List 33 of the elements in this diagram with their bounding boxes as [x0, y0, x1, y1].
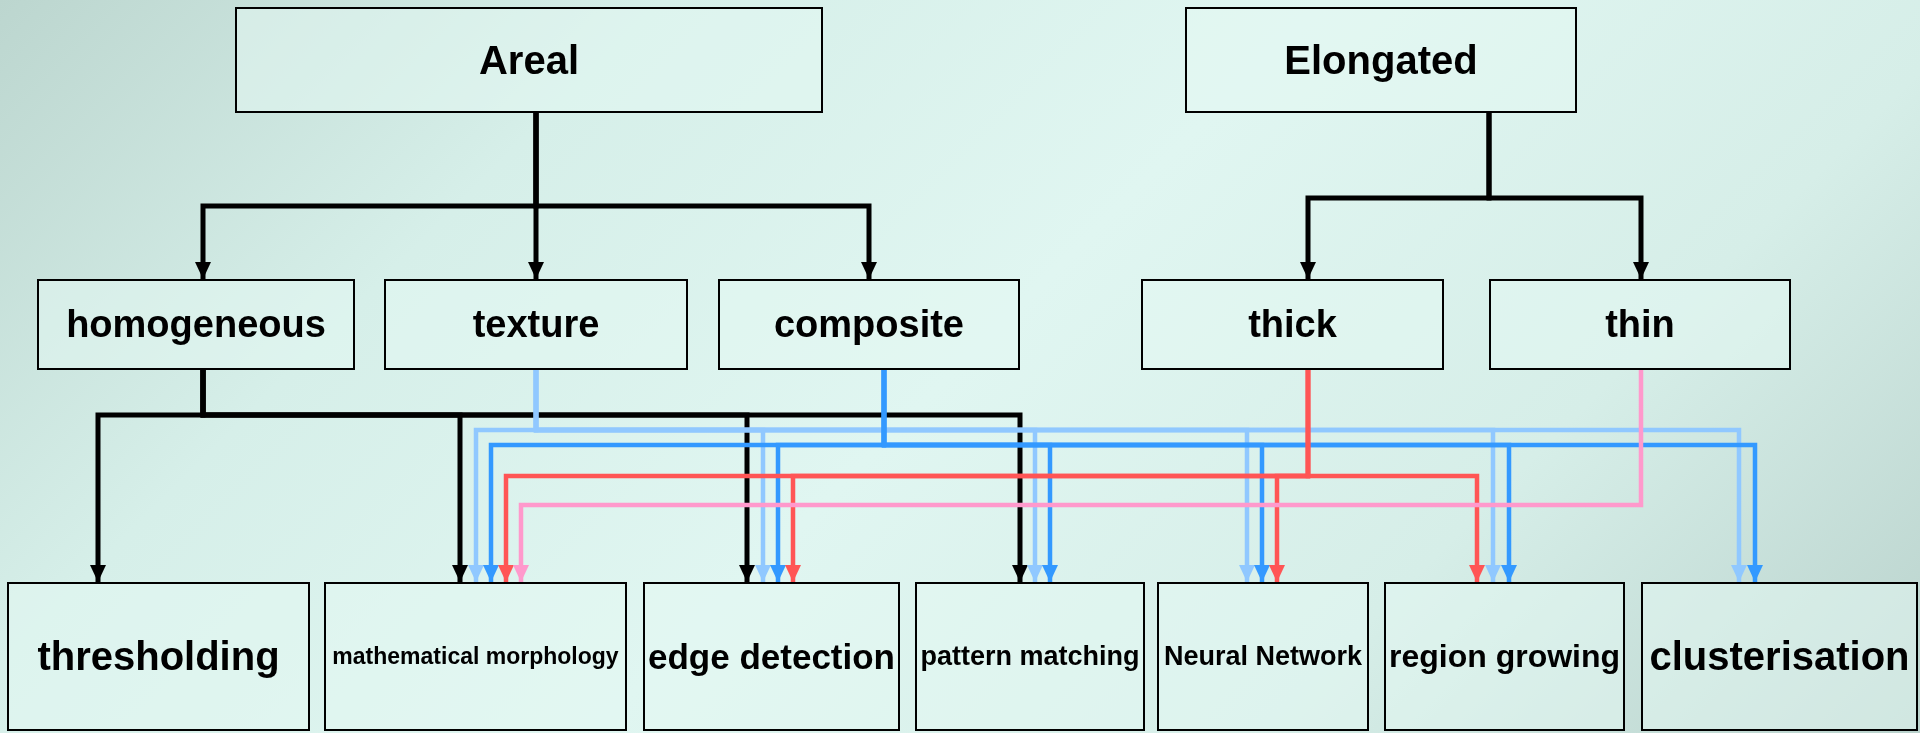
node-label: Neural Network: [1163, 641, 1363, 672]
node-label: mathematical morphology: [332, 643, 619, 670]
method-box: [643, 582, 900, 731]
method-box: [1384, 582, 1625, 731]
node-label: thick: [1248, 303, 1337, 346]
node-label: Elongated: [1284, 37, 1478, 83]
node-label: texture: [472, 303, 600, 346]
method-box: [324, 582, 627, 731]
category-box: [37, 279, 355, 370]
node-label: pattern matching: [920, 641, 1140, 672]
arrow: [1305, 370, 1485, 582]
category-box: [1141, 279, 1444, 370]
node-label: region growing: [1388, 638, 1621, 675]
method-box: [1641, 582, 1918, 731]
arrow: [1486, 113, 1649, 279]
node-label: edge detection: [648, 636, 895, 677]
arrow: [881, 370, 1763, 582]
node-label: composite: [773, 303, 964, 346]
node-label: thin: [1605, 303, 1675, 346]
category-box: [1489, 279, 1791, 370]
node-label: Areal: [478, 37, 580, 83]
arrow: [533, 113, 877, 279]
method-box: [915, 582, 1145, 731]
node-label: thresholding: [37, 634, 280, 679]
arrow: [200, 370, 1028, 582]
category-box: [1185, 7, 1577, 113]
method-box: [1157, 582, 1369, 731]
node-label: homogeneous: [66, 303, 326, 346]
category-box: [235, 7, 823, 113]
category-box: [384, 279, 688, 370]
category-box: [718, 279, 1020, 370]
node-label: clusterisation: [1649, 634, 1910, 679]
method-box: [7, 582, 310, 731]
